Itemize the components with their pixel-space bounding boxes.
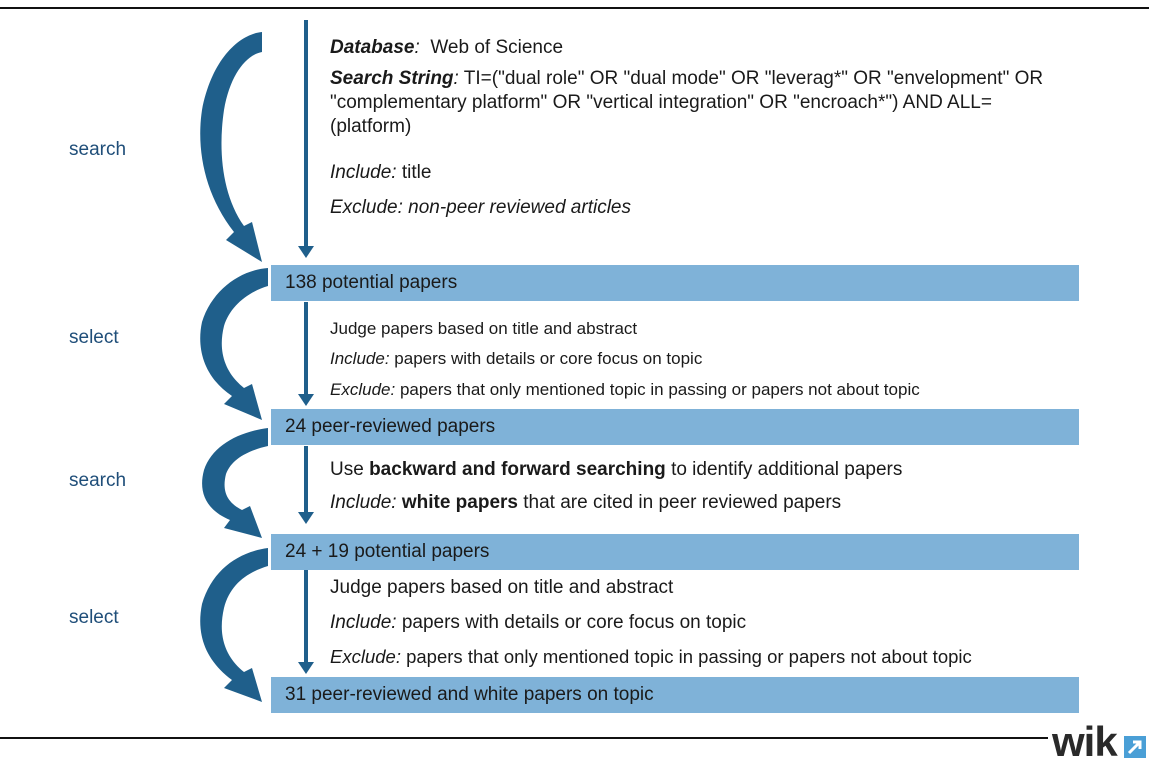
include-bold: white papers [401,492,518,513]
exclude-value: papers that only mentioned topic in pass… [406,646,972,667]
database-line: Database: Web of Science [330,37,564,58]
exclude-line-1: Exclude: non-peer reviewed articles [330,197,631,218]
backward-forward-line: Use backward and forward searching to id… [330,458,902,482]
line-post: to identify additional papers [671,459,903,480]
arrowhead-4 [298,662,314,674]
search-string-value: TI=("dual role" OR "dual mode" OR "lever… [330,68,1044,137]
include-value: papers with details or core focus on top… [401,612,747,633]
include-value: papers with details or core focus on top… [394,349,703,368]
curved-arrow-select-1 [200,268,268,420]
include-line-2: Include: papers with details or core foc… [330,347,702,371]
logo-arrow-icon [1124,736,1146,758]
database-value: Web of Science [430,37,564,58]
result-band-4: 31 peer-reviewed and white papers on top… [271,677,1079,713]
search-string-label: Search String [330,68,454,89]
judge-line-2: Judge papers based on title and abstract [330,577,674,598]
include-label: Include: [330,612,397,633]
curved-arrow-search-2 [202,428,268,538]
step-label-select-1: select [69,327,119,348]
include-line-3: Include: white papers that are cited in … [330,491,841,515]
database-label: Database [330,37,415,58]
judge-line-1: Judge papers based on title and abstract [330,319,638,338]
logo-text: wik [1052,718,1118,765]
result-band-3: 24 + 19 potential papers [271,534,1079,570]
step-label-search-1: search [69,139,127,160]
result-band-1: 138 potential papers [271,265,1079,301]
include-line-4: Include: papers with details or core foc… [330,611,746,635]
include-label: Include: [330,349,390,368]
arrowhead-3 [298,512,314,524]
arrowhead-1 [298,246,314,258]
exclude-value: papers that only mentioned topic in pass… [399,380,920,399]
include-label: Include: [330,162,397,183]
include-label: Include: [330,492,397,513]
step-label-search-2: search [69,470,127,491]
result-band-2: 24 peer-reviewed papers [271,409,1079,445]
curved-arrow-select-2 [200,548,268,702]
exclude-line-2: Exclude: papers that only mentioned topi… [330,378,920,402]
bottom-rule [0,737,1048,739]
exclude-label: Exclude: [330,380,396,399]
top-rule [0,7,1149,9]
include-value: title [401,162,432,183]
exclude-label: Exclude: [330,646,401,667]
search-string-line: Search String: TI=("dual role" OR "dual … [330,68,1044,137]
line-bold: backward and forward searching [369,459,666,480]
arrowhead-2 [298,394,314,406]
include-post: that are cited in peer reviewed papers [523,492,842,513]
exclude-line-4: Exclude: papers that only mentioned topi… [330,645,972,669]
line-pre: Use [330,459,364,480]
include-line-1: Include: title [330,161,431,185]
wik-logo: wik [1052,718,1149,765]
step-label-select-2: select [69,607,119,628]
curved-arrow-search-1 [200,32,262,262]
